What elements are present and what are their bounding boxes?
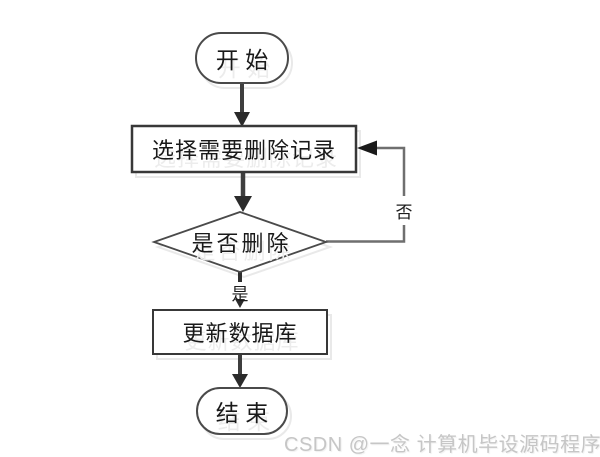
end-node-label: 结束 [215, 401, 275, 426]
decision-node-label: 是否删除 [191, 231, 292, 256]
start-node-label: 开始 [215, 48, 275, 73]
edge-decision-no-loop-line [326, 146, 406, 243]
start-node-shape [195, 32, 289, 84]
end-node-shape [196, 387, 288, 435]
decision-node-shape [151, 211, 329, 273]
edge-label-yes: 是 [231, 285, 249, 304]
edge-update-end-arrowhead-icon [232, 374, 248, 388]
select-node-shape [130, 124, 358, 174]
select-node-label: 选择需要删除记录 [151, 138, 336, 163]
edge-decision-yes-arrowhead-icon [235, 299, 245, 308]
edge-decision-no-arrowhead-icon [357, 140, 377, 156]
update-node-shape [152, 309, 328, 355]
update-node-label: 更新数据库 [182, 321, 298, 346]
csdn-watermark: CSDN @一念 计算机毕设源码程序 [284, 434, 600, 456]
edge-select-decision-arrowhead-icon [234, 196, 252, 212]
edge-label-no: 否 [393, 196, 415, 225]
edge-start-select-arrowhead-icon [234, 112, 250, 127]
